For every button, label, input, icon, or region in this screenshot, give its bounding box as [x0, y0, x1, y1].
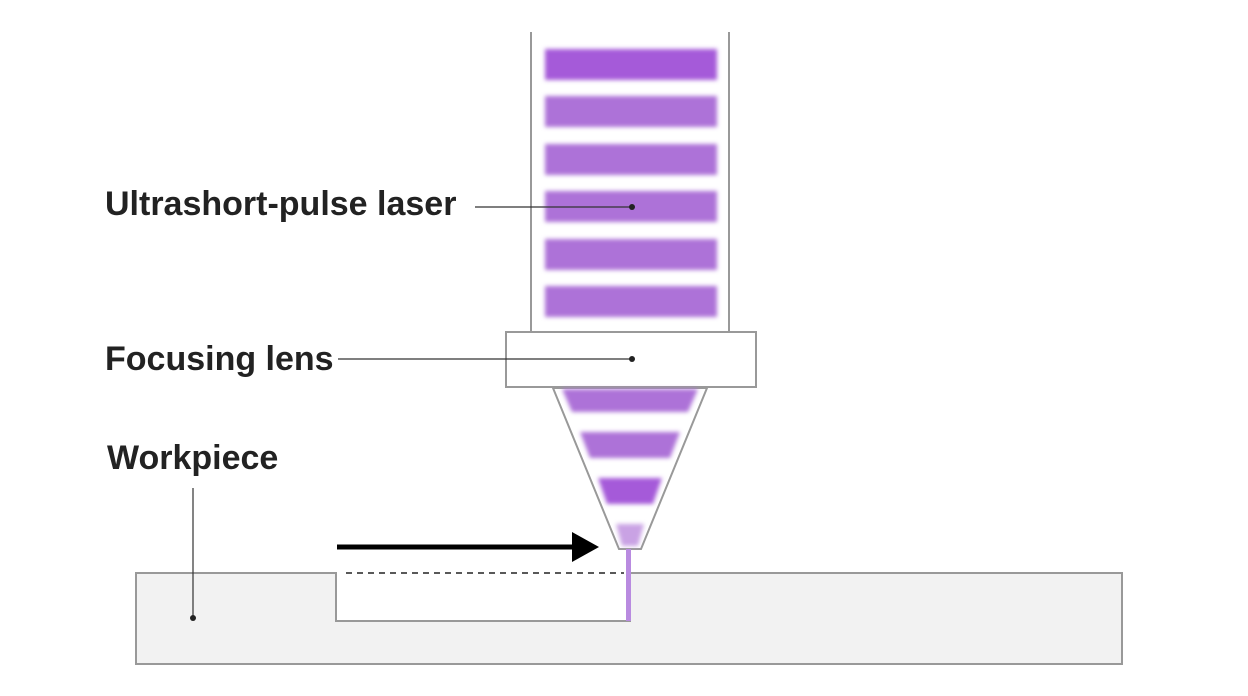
nozzle-cone: [551, 387, 709, 550]
arrow-right-icon: [337, 532, 599, 562]
lens-leader-dot: [629, 356, 635, 362]
focused-pulses: [562, 389, 698, 546]
laser-pulse: [545, 49, 717, 80]
laser-pulse: [545, 96, 717, 127]
laser-pulse: [545, 144, 717, 175]
laser-pulse: [545, 239, 717, 270]
focused-beam: [626, 549, 631, 621]
workpiece-leader-dot: [190, 615, 196, 621]
focused-pulse: [616, 524, 644, 546]
lens-label: Focusing lens: [105, 340, 334, 378]
laser-leader-dot: [629, 204, 635, 210]
focused-pulse: [562, 389, 698, 412]
laser-pulses: [545, 49, 717, 317]
workpiece-label: Workpiece: [107, 439, 279, 477]
laser-label: Ultrashort-pulse laser: [105, 185, 457, 223]
focused-pulse: [580, 432, 680, 458]
laser-pulse: [545, 286, 717, 317]
focused-pulse: [598, 478, 662, 504]
